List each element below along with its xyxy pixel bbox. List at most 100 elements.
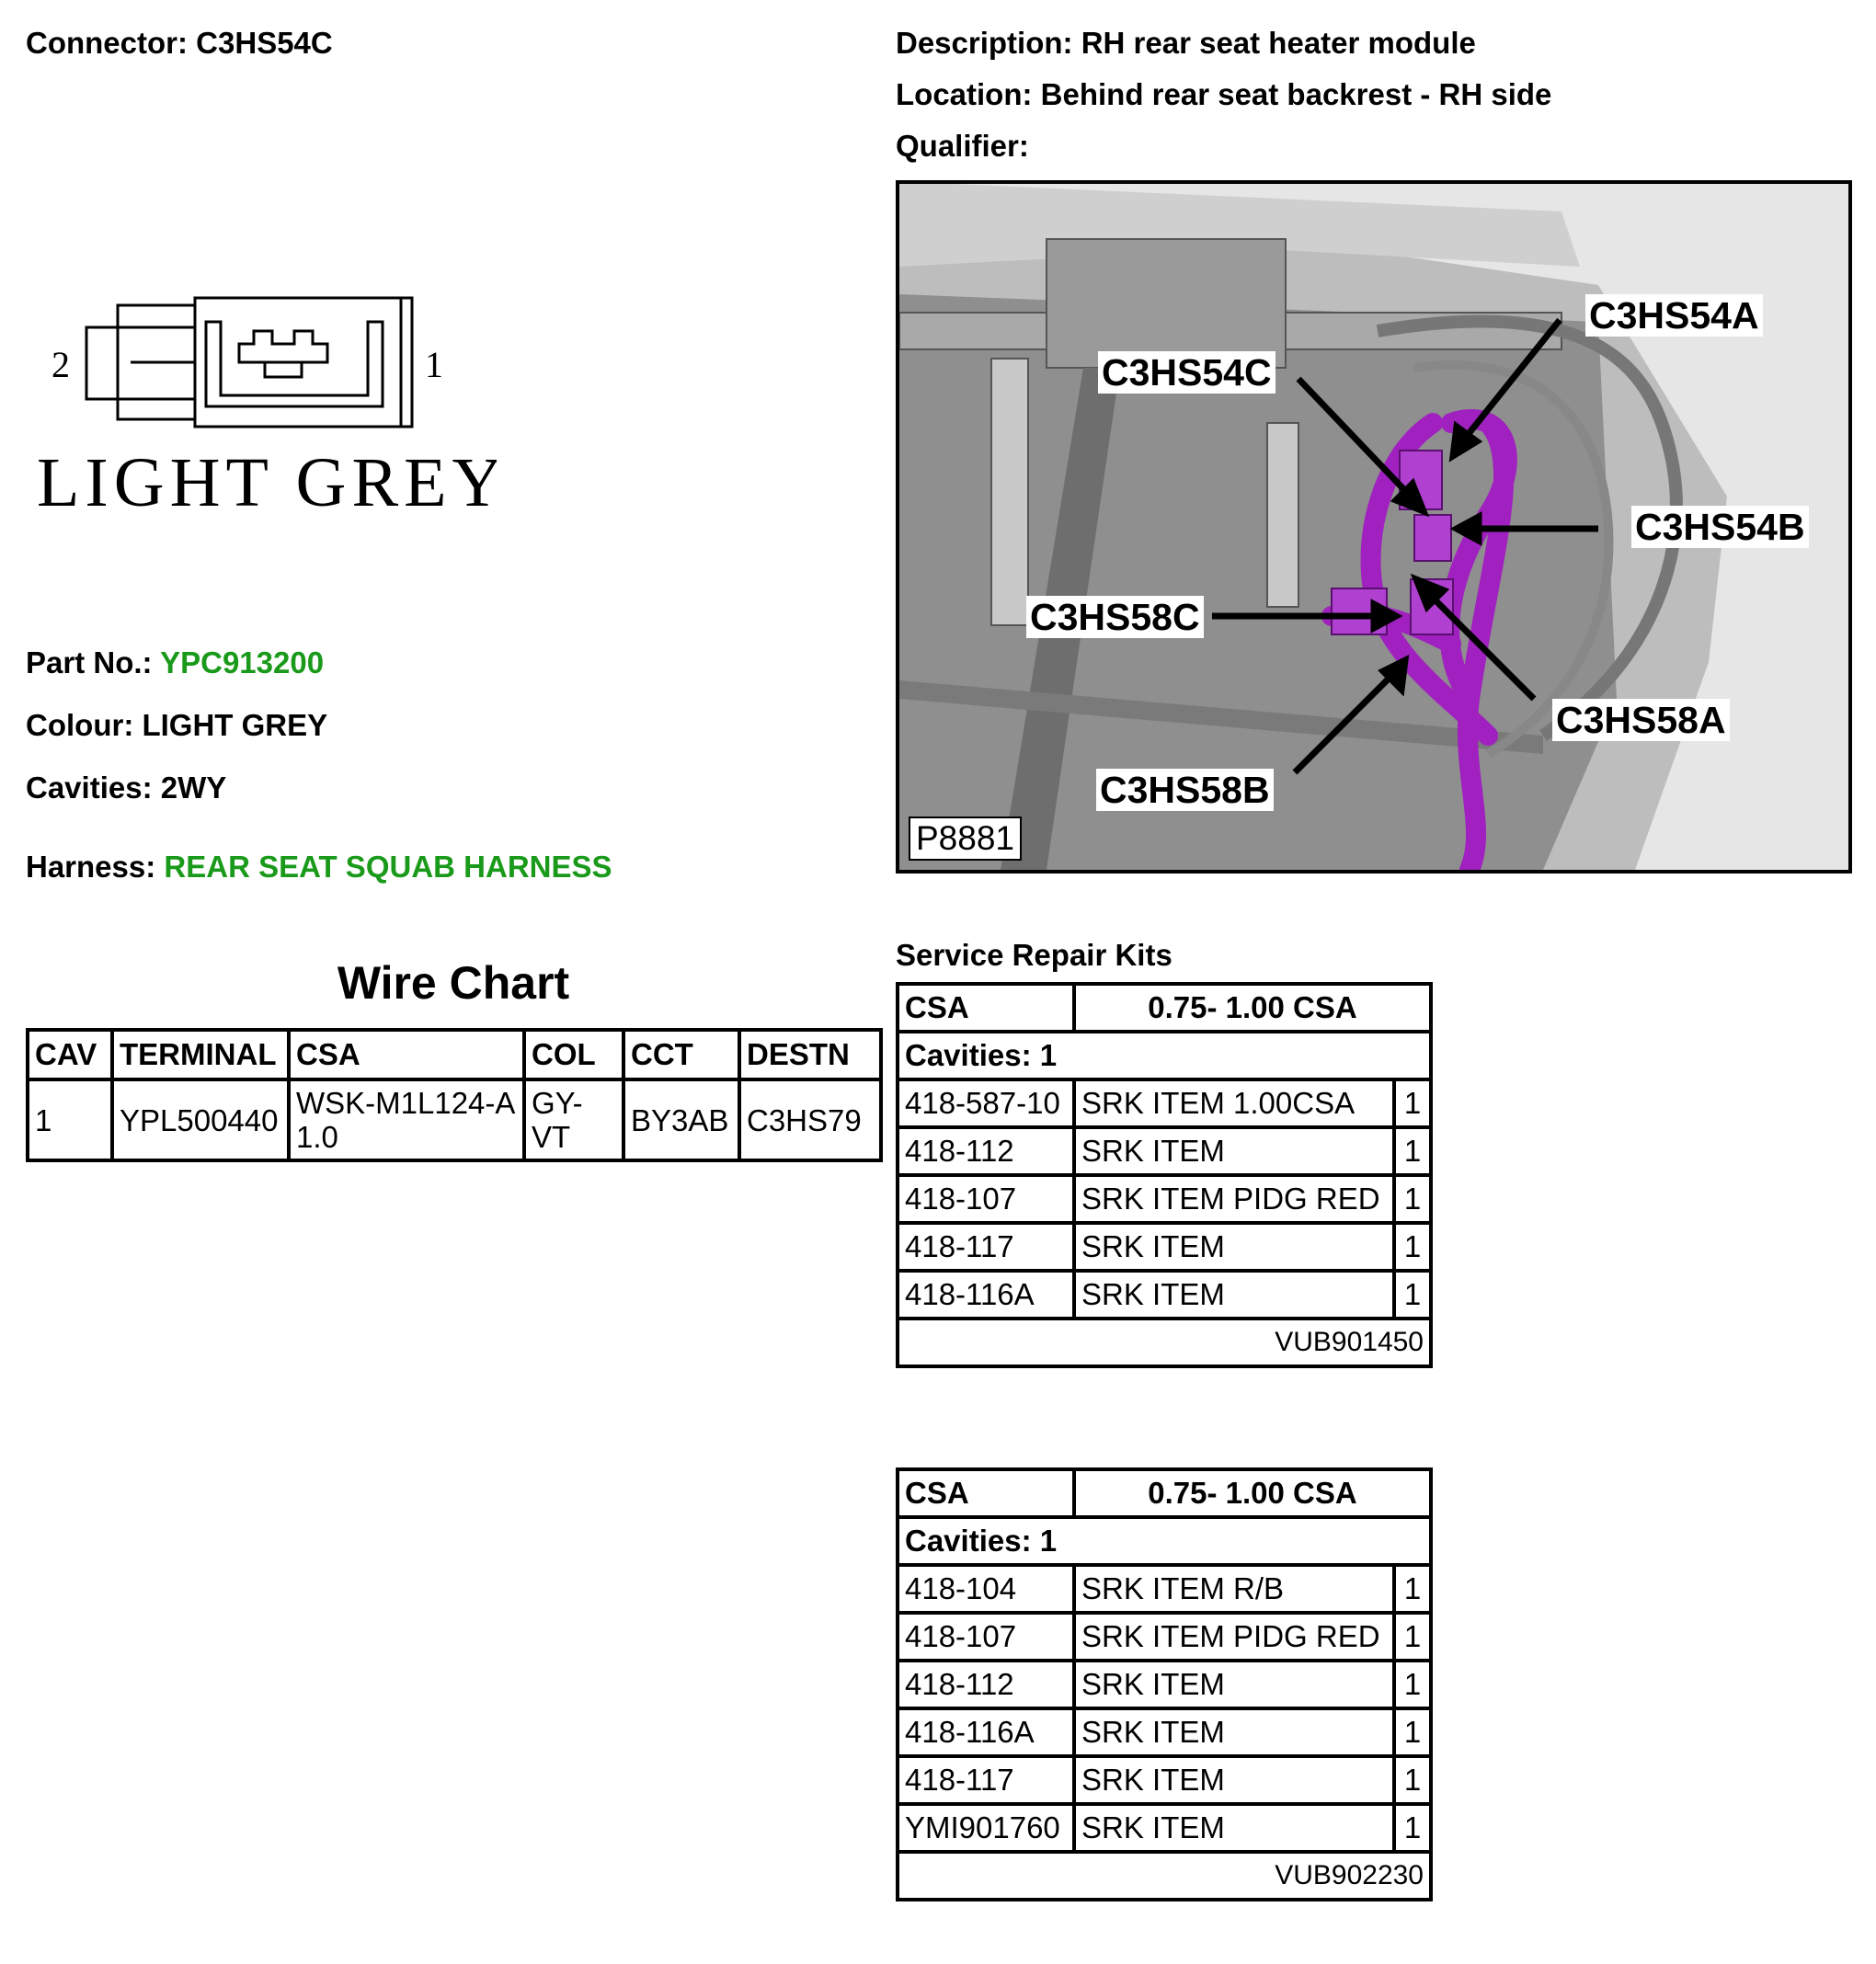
callout-c3hs54c: C3HS54C bbox=[1098, 351, 1275, 394]
kit-item-qty: 1 bbox=[1392, 1221, 1433, 1273]
kit-item-code: 418-116A bbox=[896, 1707, 1076, 1758]
kit-item-code: 418-107 bbox=[896, 1611, 1076, 1662]
kit-item-name: SRK ITEM PIDG RED bbox=[1072, 1611, 1396, 1662]
connector-value: C3HS54C bbox=[196, 26, 333, 60]
repair-kit-table-1: CSA 0.75- 1.00 CSA Cavities: 1 418-587-1… bbox=[896, 982, 1433, 1368]
wire-chart-header-row: CAV TERMINAL CSA COL CCT DESTN bbox=[26, 1028, 883, 1081]
kit-item-code: YMI901760 bbox=[896, 1802, 1076, 1854]
cell-csa: WSK-M1L124-A 1.0 bbox=[287, 1078, 526, 1162]
kit-item-code: 418-116A bbox=[896, 1269, 1076, 1320]
kit-item-name: SRK ITEM bbox=[1072, 1754, 1396, 1806]
kit-item-qty: 1 bbox=[1392, 1563, 1433, 1615]
description-value: RH rear seat heater module bbox=[1081, 26, 1476, 60]
connector-diagram: 2 1 LIGHT GREY bbox=[37, 285, 502, 524]
header-cct: CCT bbox=[622, 1028, 741, 1081]
callout-c3hs58b: C3HS58B bbox=[1096, 769, 1274, 811]
kit-item-qty: 1 bbox=[1392, 1611, 1433, 1662]
table-row: 418-107 SRK ITEM PIDG RED 1 bbox=[896, 1611, 1433, 1662]
kit-item-code: 418-117 bbox=[896, 1221, 1076, 1273]
kit-item-qty: 1 bbox=[1392, 1754, 1433, 1806]
part-no-line: Part No.: YPC913200 bbox=[26, 645, 324, 680]
kit-item-qty: 1 bbox=[1392, 1173, 1433, 1225]
kit-item-qty: 1 bbox=[1392, 1125, 1433, 1177]
cavities-value: 2WY bbox=[160, 771, 227, 805]
table-row: 418-587-10 SRK ITEM 1.00CSA 1 bbox=[896, 1078, 1433, 1129]
table-row: 418-117 SRK ITEM 1 bbox=[896, 1221, 1433, 1273]
harness-label: Harness: bbox=[26, 850, 156, 884]
kit-csa-row: CSA 0.75- 1.00 CSA bbox=[896, 1467, 1433, 1519]
harness-link[interactable]: REAR SEAT SQUAB HARNESS bbox=[164, 850, 612, 884]
wire-chart-title: Wire Chart bbox=[337, 957, 570, 1009]
kit-item-qty: 1 bbox=[1392, 1659, 1433, 1710]
part-no-link[interactable]: YPC913200 bbox=[160, 645, 325, 679]
kit-number: VUB901450 bbox=[896, 1317, 1433, 1368]
table-row: 418-112 SRK ITEM 1 bbox=[896, 1659, 1433, 1710]
pin-label-2: 2 bbox=[51, 344, 70, 385]
description-line: Description: RH rear seat heater module bbox=[896, 26, 1476, 61]
callout-c3hs58a: C3HS58A bbox=[1552, 699, 1730, 741]
kit-item-name: SRK ITEM bbox=[1072, 1802, 1396, 1854]
qualifier-label: Qualifier: bbox=[896, 129, 1029, 163]
header-col: COL bbox=[522, 1028, 625, 1081]
colour-line: Colour: LIGHT GREY bbox=[26, 708, 327, 743]
kit-item-code: 418-117 bbox=[896, 1754, 1076, 1806]
location-line: Location: Behind rear seat backrest - RH… bbox=[896, 77, 1551, 112]
photo-code: P8881 bbox=[909, 816, 1022, 861]
service-repair-kits-title: Service Repair Kits bbox=[896, 938, 1172, 972]
wire-chart-table: CAV TERMINAL CSA COL CCT DESTN 1 YPL5004… bbox=[26, 1028, 883, 1162]
repair-kit-table-2: CSA 0.75- 1.00 CSA Cavities: 1 418-104 S… bbox=[896, 1467, 1433, 1901]
kit-cavities: Cavities: 1 bbox=[896, 1030, 1433, 1081]
header-destn: DESTN bbox=[738, 1028, 883, 1081]
cell-terminal: YPL500440 bbox=[110, 1078, 291, 1162]
cell-col: GY-VT bbox=[522, 1078, 625, 1162]
cell-cav: 1 bbox=[26, 1078, 114, 1162]
kit-item-qty: 1 bbox=[1392, 1078, 1433, 1129]
kit-csa-label: CSA bbox=[896, 1467, 1076, 1519]
kit-cavities-row: Cavities: 1 bbox=[896, 1515, 1433, 1567]
colour-value: LIGHT GREY bbox=[142, 708, 328, 742]
kit-item-qty: 1 bbox=[1392, 1707, 1433, 1758]
kit-number-row: VUB901450 bbox=[896, 1317, 1433, 1368]
connector-diagram-svg: 2 1 LIGHT GREY bbox=[37, 296, 502, 521]
header-terminal: TERMINAL bbox=[110, 1028, 291, 1081]
callout-c3hs54a: C3HS54A bbox=[1585, 294, 1763, 337]
colour-label: Colour: bbox=[26, 708, 134, 742]
kit-cavities-row: Cavities: 1 bbox=[896, 1030, 1433, 1081]
cavities-label: Cavities: bbox=[26, 771, 153, 805]
table-row: YMI901760 SRK ITEM 1 bbox=[896, 1802, 1433, 1854]
kit-item-code: 418-104 bbox=[896, 1563, 1076, 1615]
table-row: 418-116A SRK ITEM 1 bbox=[896, 1269, 1433, 1320]
header-cav: CAV bbox=[26, 1028, 114, 1081]
callout-c3hs58c: C3HS58C bbox=[1026, 596, 1204, 638]
location-value: Behind rear seat backrest - RH side bbox=[1040, 77, 1552, 111]
location-photo: C3HS54A C3HS54C C3HS54B C3HS58C C3HS58A … bbox=[896, 180, 1852, 874]
kit-item-name: SRK ITEM bbox=[1072, 1707, 1396, 1758]
location-label: Location: bbox=[896, 77, 1033, 111]
kit-csa-row: CSA 0.75- 1.00 CSA bbox=[896, 982, 1433, 1033]
cavities-line: Cavities: 2WY bbox=[26, 771, 226, 805]
table-row: 418-112 SRK ITEM 1 bbox=[896, 1125, 1433, 1177]
cell-cct: BY3AB bbox=[622, 1078, 741, 1162]
connector-line: Connector: C3HS54C bbox=[26, 26, 333, 61]
kit-item-name: SRK ITEM bbox=[1072, 1659, 1396, 1710]
kit-item-qty: 1 bbox=[1392, 1269, 1433, 1320]
kit-item-code: 418-112 bbox=[896, 1125, 1076, 1177]
kit-item-name: SRK ITEM R/B bbox=[1072, 1563, 1396, 1615]
kit-cavities: Cavities: 1 bbox=[896, 1515, 1433, 1567]
table-row: 418-116A SRK ITEM 1 bbox=[896, 1707, 1433, 1758]
kit-csa-value: 0.75- 1.00 CSA bbox=[1072, 1467, 1433, 1519]
kit-item-name: SRK ITEM PIDG RED bbox=[1072, 1173, 1396, 1225]
kit-number: VUB902230 bbox=[896, 1850, 1433, 1901]
table-row: 418-104 SRK ITEM R/B 1 bbox=[896, 1563, 1433, 1615]
pin-label-1: 1 bbox=[425, 344, 443, 385]
kit-csa-value: 0.75- 1.00 CSA bbox=[1072, 982, 1433, 1033]
part-no-label: Part No.: bbox=[26, 645, 153, 679]
kit-item-qty: 1 bbox=[1392, 1802, 1433, 1854]
table-row: 418-117 SRK ITEM 1 bbox=[896, 1754, 1433, 1806]
description-label: Description: bbox=[896, 26, 1073, 60]
callout-c3hs54b: C3HS54B bbox=[1631, 506, 1809, 548]
header-csa: CSA bbox=[287, 1028, 526, 1081]
kit-item-code: 418-587-10 bbox=[896, 1078, 1076, 1129]
kit-item-code: 418-112 bbox=[896, 1659, 1076, 1710]
kit-item-name: SRK ITEM bbox=[1072, 1269, 1396, 1320]
